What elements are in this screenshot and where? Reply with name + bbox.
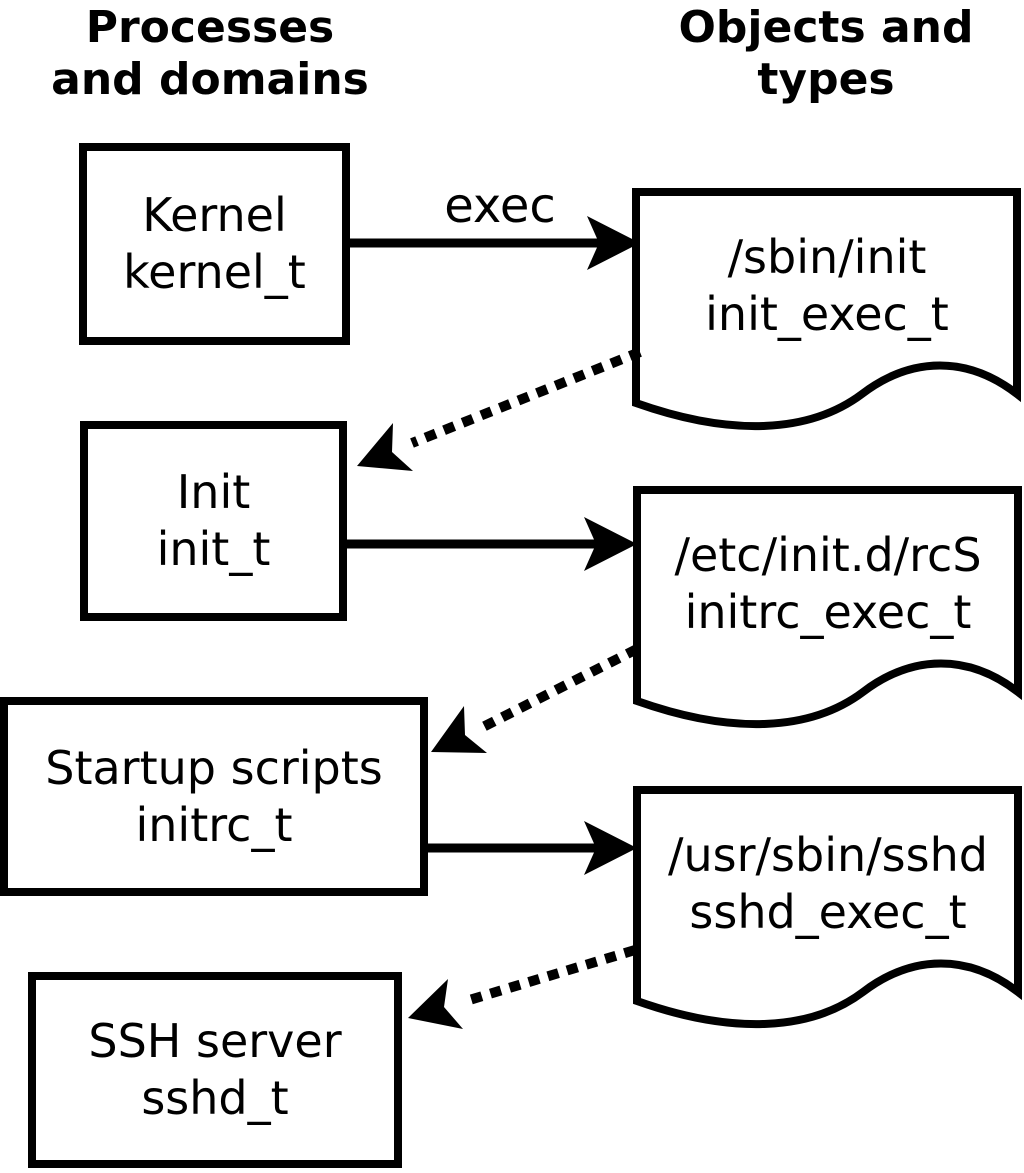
exec-arrow-init-to-rcs (347, 517, 637, 571)
object-type-label: init_exec_t (705, 286, 949, 341)
domain-type-label: initrc_t (135, 797, 293, 852)
transition-arrow-sshd-to-sshserver (408, 945, 637, 1029)
process-box-kernel: Kernel kernel_t (79, 143, 350, 345)
dotted-arrow-shaft (480, 644, 640, 732)
process-box-startup-scripts: Startup scripts initrc_t (0, 697, 428, 896)
document-shape-icon (632, 188, 1021, 431)
process-name: Kernel (142, 188, 287, 242)
process-name: SSH server (88, 1014, 342, 1068)
arrowhead-icon (431, 706, 487, 753)
arrowhead-icon (408, 979, 463, 1029)
document-shape-icon (633, 786, 1022, 1029)
arrowhead-icon (584, 821, 637, 875)
domain-type-label: kernel_t (123, 245, 306, 299)
process-name: Init (176, 465, 251, 519)
domain-type-label: sshd_t (141, 1071, 289, 1125)
process-box-ssh-server: SSH server sshd_t (28, 972, 402, 1168)
object-doc-sbin-init: /sbin/init init_exec_t (632, 188, 1022, 453)
document-outline (632, 188, 1021, 431)
column-header-processes: Processes and domains (51, 2, 369, 105)
transition-arrow-rcs-to-startup (431, 644, 640, 753)
arrowhead-icon (357, 423, 413, 471)
exec-arrow-kernel-to-sbin-init (350, 216, 640, 270)
domain-type-label: init_t (156, 522, 271, 576)
dotted-arrow-shaft (464, 945, 637, 1006)
object-path: /sbin/init (727, 229, 927, 284)
exec-arrow-startup-to-sshd (427, 821, 637, 875)
process-name: Startup scripts (45, 740, 383, 795)
object-path: /etc/init.d/rcS (674, 527, 982, 582)
dotted-arrow-shaft (410, 347, 642, 448)
document-shape-icon (633, 486, 1022, 729)
document-outline (633, 786, 1022, 1029)
arrowhead-icon (584, 517, 637, 571)
exec-arrow-label: exec (444, 178, 556, 234)
document-outline (633, 486, 1022, 729)
transition-arrow-sbin-init-to-init (357, 347, 642, 471)
column-header-objects: Objects and types (678, 2, 974, 105)
process-box-init: Init init_t (80, 421, 347, 621)
object-path: /usr/sbin/sshd (668, 827, 988, 882)
object-doc-usr-sbin-sshd: /usr/sbin/sshd sshd_exec_t (633, 786, 1023, 1051)
object-doc-etc-initd-rcs: /etc/init.d/rcS initrc_exec_t (633, 486, 1023, 751)
object-type-label: sshd_exec_t (689, 884, 967, 939)
arrowhead-icon (587, 216, 640, 270)
object-type-label: initrc_exec_t (684, 584, 972, 639)
